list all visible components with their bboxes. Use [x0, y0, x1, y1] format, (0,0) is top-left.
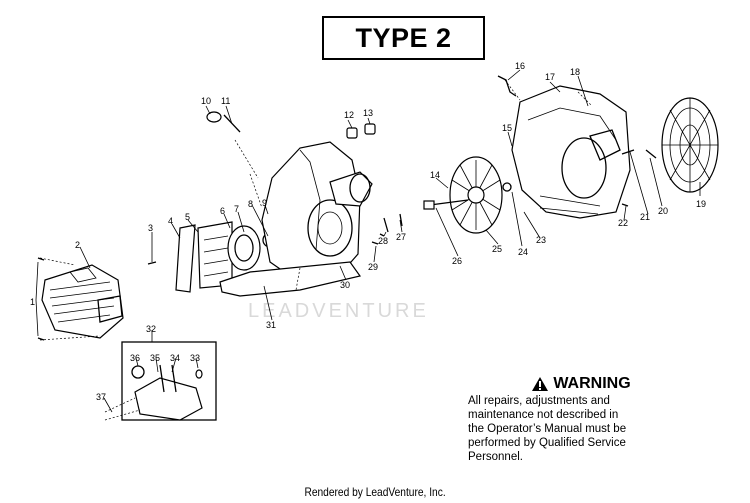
part-intake-grille — [661, 97, 719, 193]
callout-31: 31 — [266, 320, 276, 330]
warning-heading: WARNING — [474, 375, 688, 393]
part-throttle-handle — [131, 364, 203, 421]
callout-3: 3 — [148, 223, 153, 233]
callout-17: 17 — [545, 72, 555, 82]
callout-21: 21 — [640, 212, 650, 222]
part-switch-wire — [497, 75, 517, 97]
warning-line: performed by Qualified Service — [468, 437, 626, 449]
callout-19: 19 — [696, 199, 706, 209]
part-guard-cover — [41, 264, 124, 339]
callout-22: 22 — [618, 218, 628, 228]
footer-credit: Rendered by LeadVenture, Inc. — [0, 485, 750, 499]
part-screw-20 — [645, 149, 657, 159]
part-screw-21 — [621, 149, 635, 155]
callout-7: 7 — [234, 204, 239, 214]
callout-12: 12 — [344, 110, 354, 120]
callout-34: 34 — [170, 353, 180, 363]
leader-lines — [35, 69, 701, 413]
callout-32: 32 — [146, 324, 156, 334]
warning-heading-text: WARNING — [553, 375, 631, 392]
callout-15: 15 — [502, 123, 512, 133]
callout-33: 33 — [190, 353, 200, 363]
callout-24: 24 — [518, 247, 528, 257]
callout-labels: 1 2 3 4 5 6 7 8 9 10 11 12 13 14 15 16 1… — [30, 61, 706, 402]
warning-line: maintenance not described in — [468, 409, 619, 421]
callout-6: 6 — [220, 206, 225, 216]
callout-36: 36 — [130, 353, 140, 363]
part-impeller — [423, 156, 503, 234]
callout-20: 20 — [658, 206, 668, 216]
part-screws — [37, 203, 629, 341]
callout-1: 1 — [30, 297, 35, 307]
warning-body: All repairs, adjustments and maintenance… — [468, 394, 688, 464]
warning-triangle-icon — [532, 377, 549, 391]
part-engine-housing — [219, 141, 373, 297]
throttle-kit-box — [121, 341, 217, 421]
callout-10: 10 — [201, 96, 211, 106]
watermark-text: LEADVENTURE — [248, 300, 429, 322]
callout-25: 25 — [492, 244, 502, 254]
part-blower-housing — [511, 85, 631, 219]
warning-line: All repairs, adjustments and — [468, 395, 610, 407]
part-primer-bulb — [206, 111, 241, 133]
callout-37: 37 — [96, 392, 106, 402]
callout-27: 27 — [396, 232, 406, 242]
callout-8: 8 — [248, 199, 253, 209]
callout-5: 5 — [185, 212, 190, 222]
callout-14: 14 — [430, 170, 440, 180]
callout-4: 4 — [168, 216, 173, 226]
callout-11: 11 — [221, 96, 230, 106]
warning-line: Personnel. — [468, 451, 523, 463]
callout-28: 28 — [378, 236, 388, 246]
callout-16: 16 — [515, 61, 525, 71]
footer-text: Rendered by LeadVenture, Inc. — [304, 485, 446, 499]
warning-notice: WARNING All repairs, adjustments and mai… — [468, 375, 688, 464]
diagram-title: TYPE 2 — [322, 16, 485, 60]
warning-line: the Operator’s Manual must be — [468, 423, 627, 435]
callout-13: 13 — [363, 108, 373, 118]
callout-2: 2 — [75, 240, 80, 250]
callout-23: 23 — [536, 235, 546, 245]
part-starter-assembly — [227, 225, 278, 271]
callout-18: 18 — [570, 67, 580, 77]
callout-26: 26 — [452, 256, 462, 266]
callout-29: 29 — [368, 262, 378, 272]
part-washer — [502, 182, 512, 192]
callout-35: 35 — [150, 353, 160, 363]
callout-9: 9 — [262, 198, 267, 208]
part-caps — [346, 123, 376, 139]
callout-30: 30 — [340, 280, 350, 290]
